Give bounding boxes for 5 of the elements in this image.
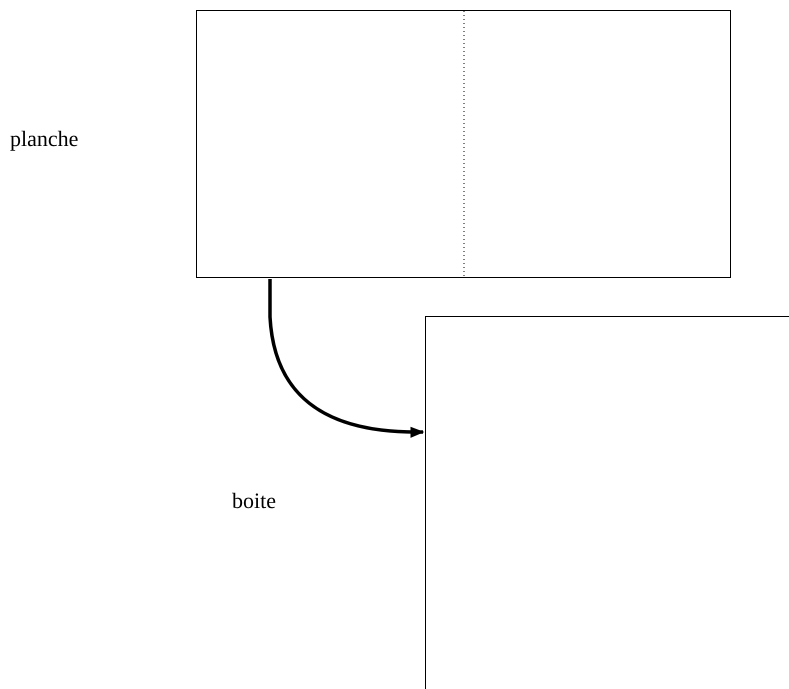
part-label: boite	[232, 490, 276, 512]
curved-arrow	[268, 279, 424, 438]
part-label: planche	[10, 128, 78, 150]
board-rectangle	[196, 10, 731, 278]
box-outline	[425, 316, 789, 689]
